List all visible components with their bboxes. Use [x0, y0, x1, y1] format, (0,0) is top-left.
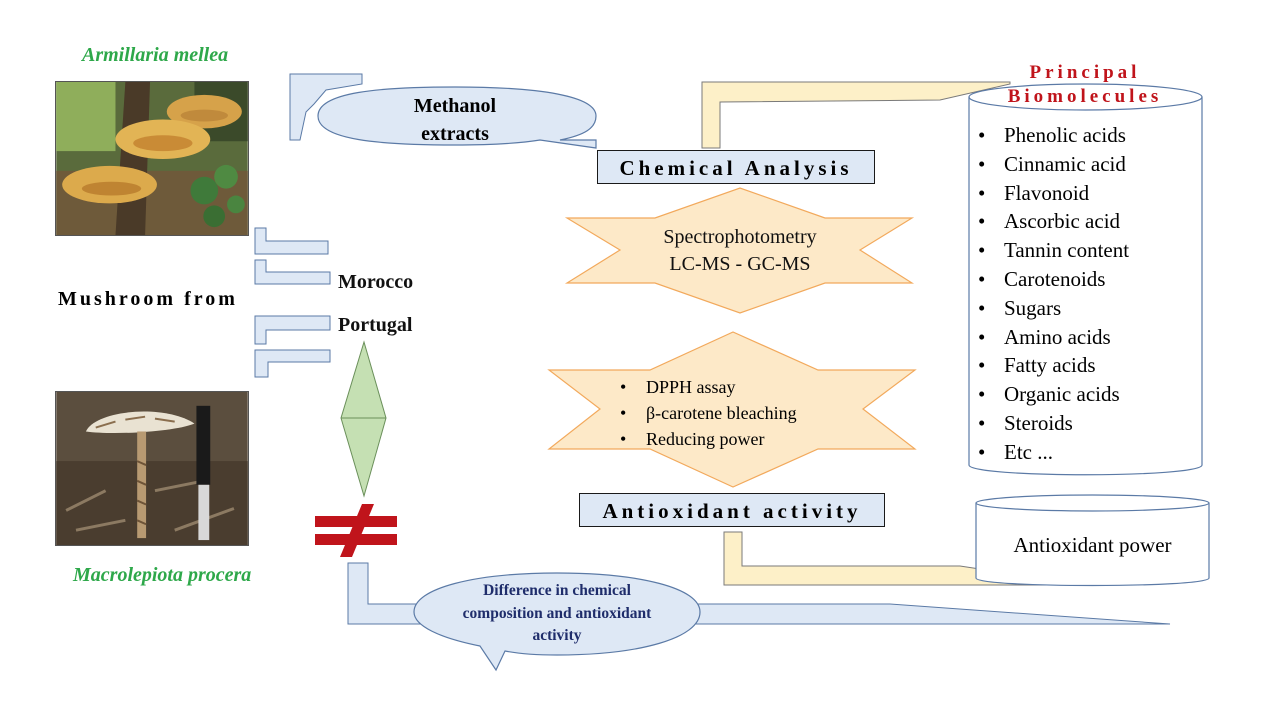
comparison-diamond	[340, 340, 387, 498]
bracket-2	[254, 259, 331, 285]
biomolecule-item: Cinnamic acid	[974, 150, 1129, 179]
biomolecules-title-line2: Biomolecules	[1007, 86, 1163, 107]
antioxidant-power-label: Antioxidant power	[1013, 533, 1172, 557]
assays-list: DPPH assay β-carotene bleaching Reducing…	[616, 374, 797, 452]
method-lcms-gcms: LC-MS - GC-MS	[669, 253, 811, 275]
biomolecules-list: Phenolic acids Cinnamic acid Flavonoid A…	[974, 121, 1129, 467]
methanol-extracts-label: Methanol extracts	[413, 95, 497, 145]
biomolecule-item: Steroids	[974, 409, 1129, 438]
biomolecules-title-line1: Principal	[1029, 62, 1141, 83]
biomolecule-item: Tannin content	[974, 236, 1129, 265]
biomolecule-item: Amino acids	[974, 323, 1129, 352]
origin-label: Mushroom from	[58, 288, 238, 310]
biomolecule-item: Flavonoid	[974, 179, 1129, 208]
conclusion-text: Difference in chemical composition and a…	[462, 582, 652, 644]
biomolecule-item: Phenolic acids	[974, 121, 1129, 150]
country-morocco: Morocco	[338, 271, 414, 293]
method-spectrophotometry: Spectrophotometry	[663, 226, 817, 248]
antioxidant-activity-title: Antioxidant activity	[579, 493, 885, 527]
return-arrow	[289, 73, 363, 141]
analysis-methods-star	[564, 187, 915, 314]
chemical-analysis-title: Chemical Analysis	[597, 150, 875, 184]
assay-item: DPPH assay	[616, 374, 797, 400]
analysis-methods-text: Spectrophotometry LC-MS - GC-MS	[600, 224, 880, 278]
biomolecule-item: Sugars	[974, 294, 1129, 323]
assay-item: β-carotene bleaching	[616, 400, 797, 426]
biomolecule-item: Organic acids	[974, 380, 1129, 409]
bracket-3	[254, 315, 331, 345]
biomolecule-item: Carotenoids	[974, 265, 1129, 294]
assay-item: Reducing power	[616, 426, 797, 452]
conclusion-callout	[413, 572, 701, 672]
biomolecule-item: Fatty acids	[974, 351, 1129, 380]
bracket-1	[254, 227, 329, 255]
species-bottom-name: Macrolepiota procera	[73, 564, 252, 586]
methanol-callout	[317, 86, 597, 149]
species-top-name: Armillaria mellea	[82, 44, 229, 66]
biomolecule-item: Ascorbic acid	[974, 207, 1129, 236]
antioxidant-power-cylinder	[975, 494, 1210, 587]
bracket-4	[254, 349, 331, 378]
biomolecules-callout-arrow	[701, 81, 1011, 149]
biomolecule-item: Etc ...	[974, 438, 1129, 467]
biomolecules-title: Principal Biomolecules	[990, 61, 1180, 109]
country-portugal: Portugal	[338, 314, 413, 336]
armillaria-photo	[55, 81, 249, 236]
macrolepiota-photo	[55, 391, 249, 546]
not-equal-sign	[315, 504, 397, 557]
